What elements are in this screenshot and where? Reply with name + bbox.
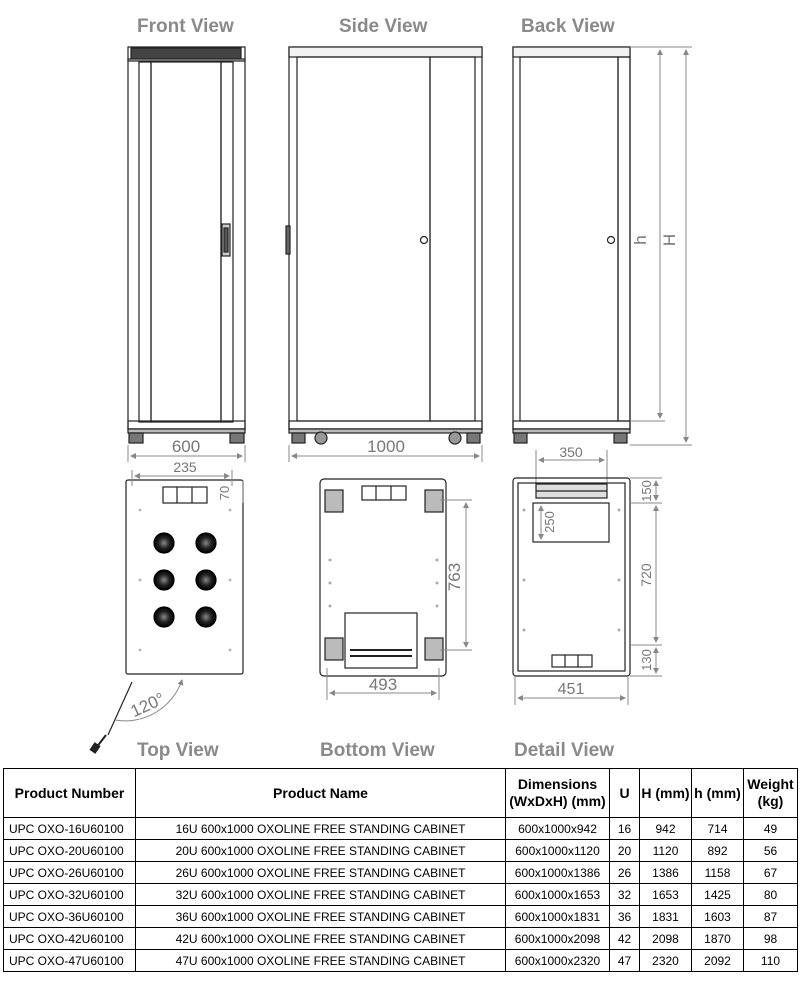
cell-H: 1120 xyxy=(639,839,692,862)
dim-130-label: 130 xyxy=(639,649,654,671)
detail-view-drawing xyxy=(512,477,631,677)
cell-u: 20 xyxy=(609,839,640,862)
technical-drawing: h H 600 1000 350 xyxy=(89,46,692,754)
table-row: UPC OXO-16U60100 16U 600x1000 OXOLINE FR… xyxy=(3,817,798,840)
cell-u: 42 xyxy=(609,927,640,950)
top-view-drawing xyxy=(89,479,244,754)
cell-h: 2092 xyxy=(691,949,744,972)
cell-h: 1870 xyxy=(691,927,744,950)
cell-H: 1386 xyxy=(639,861,692,884)
cell-product-number: UPC OXO-16U60100 xyxy=(3,817,136,840)
cell-h: 892 xyxy=(691,839,744,862)
top-view-dimensions xyxy=(114,470,244,722)
cell-weight: 49 xyxy=(743,817,798,840)
cell-product-name: 47U 600x1000 OXOLINE FREE STANDING CABIN… xyxy=(135,949,506,972)
detail-view-dimensions xyxy=(514,477,662,705)
spec-table: Product Number Product Name Dimensions (… xyxy=(3,768,798,972)
cell-dimensions: 600x1000x2098 xyxy=(505,927,610,950)
top-view-title: Top View xyxy=(137,740,219,761)
cell-h: 1425 xyxy=(691,883,744,906)
dim-493-label: 493 xyxy=(369,675,397,694)
back-view-title: Back View xyxy=(521,16,615,37)
cell-dimensions: 600x1000x1386 xyxy=(505,861,610,884)
dim-235-label: 235 xyxy=(173,459,197,475)
table-row: UPC OXO-47U60100 47U 600x1000 OXOLINE FR… xyxy=(3,949,798,972)
dim-150-label: 150 xyxy=(639,480,654,502)
dim-600-label: 600 xyxy=(172,437,200,456)
dim-763-label: 763 xyxy=(445,563,464,591)
table-row: UPC OXO-32U60100 32U 600x1000 OXOLINE FR… xyxy=(3,883,798,906)
height-dimensions xyxy=(630,46,692,446)
cell-H: 2098 xyxy=(639,927,692,950)
cell-weight: 80 xyxy=(743,883,798,906)
cell-product-name: 32U 600x1000 OXOLINE FREE STANDING CABIN… xyxy=(135,883,506,906)
cell-H: 2320 xyxy=(639,949,692,972)
cell-weight: 87 xyxy=(743,905,798,928)
header-H: H (mm) xyxy=(639,768,692,818)
header-product-number: Product Number xyxy=(3,768,136,818)
bottom-view-title: Bottom View xyxy=(320,740,435,761)
front-view-drawing xyxy=(127,46,246,444)
cell-dimensions: 600x1000x1120 xyxy=(505,839,610,862)
dim-70-label: 70 xyxy=(217,486,232,500)
cell-product-name: 16U 600x1000 OXOLINE FREE STANDING CABIN… xyxy=(135,817,506,840)
cell-H: 942 xyxy=(639,817,692,840)
cell-dimensions: 600x1000x1831 xyxy=(505,905,610,928)
cell-product-number: UPC OXO-42U60100 xyxy=(3,927,136,950)
cell-weight: 67 xyxy=(743,861,798,884)
table-row: UPC OXO-42U60100 42U 600x1000 OXOLINE FR… xyxy=(3,927,798,950)
header-dimensions: Dimensions (WxDxH) (mm) xyxy=(505,768,610,818)
side-view-title: Side View xyxy=(339,16,428,37)
bottom-view-dimensions xyxy=(326,499,472,700)
dim-250-label: 250 xyxy=(542,511,557,533)
side-view-drawing xyxy=(285,46,483,445)
cell-product-name: 26U 600x1000 OXOLINE FREE STANDING CABIN… xyxy=(135,861,506,884)
dim-720-label: 720 xyxy=(638,563,654,587)
cell-u: 47 xyxy=(609,949,640,972)
bottom-view-drawing xyxy=(319,478,447,677)
table-header-row: Product Number Product Name Dimensions (… xyxy=(3,768,798,818)
table-row: UPC OXO-26U60100 26U 600x1000 OXOLINE FR… xyxy=(3,861,798,884)
table-row: UPC OXO-20U60100 20U 600x1000 OXOLINE FR… xyxy=(3,839,798,862)
back-view-drawing xyxy=(512,46,631,444)
cell-product-number: UPC OXO-20U60100 xyxy=(3,839,136,862)
cell-weight: 110 xyxy=(743,949,798,972)
cell-weight: 56 xyxy=(743,839,798,862)
cell-H: 1653 xyxy=(639,883,692,906)
cell-product-name: 20U 600x1000 OXOLINE FREE STANDING CABIN… xyxy=(135,839,506,862)
cell-h: 714 xyxy=(691,817,744,840)
cell-H: 1831 xyxy=(639,905,692,928)
header-product-name: Product Name xyxy=(135,768,506,818)
cell-weight: 98 xyxy=(743,927,798,950)
cell-product-number: UPC OXO-26U60100 xyxy=(3,861,136,884)
cell-h: 1158 xyxy=(691,861,744,884)
header-weight: Weight (kg) xyxy=(743,768,798,818)
cell-product-number: UPC OXO-36U60100 xyxy=(3,905,136,928)
cell-u: 16 xyxy=(609,817,640,840)
cell-product-number: UPC OXO-47U60100 xyxy=(3,949,136,972)
dim-350-label: 350 xyxy=(559,444,583,460)
dim-h-label: h xyxy=(631,235,650,244)
header-u: U xyxy=(609,768,640,818)
dim-H-label: H xyxy=(660,234,679,246)
cell-dimensions: 600x1000x1653 xyxy=(505,883,610,906)
table-row: UPC OXO-36U60100 36U 600x1000 OXOLINE FR… xyxy=(3,905,798,928)
cell-u: 26 xyxy=(609,861,640,884)
front-view-title: Front View xyxy=(137,16,234,37)
dim-1000-label: 1000 xyxy=(367,437,405,456)
dim-451-label: 451 xyxy=(558,681,585,698)
cell-h: 1603 xyxy=(691,905,744,928)
cell-u: 36 xyxy=(609,905,640,928)
cell-product-name: 42U 600x1000 OXOLINE FREE STANDING CABIN… xyxy=(135,927,506,950)
detail-view-title: Detail View xyxy=(514,740,614,761)
cell-dimensions: 600x1000x942 xyxy=(505,817,610,840)
cell-product-number: UPC OXO-32U60100 xyxy=(3,883,136,906)
cell-u: 32 xyxy=(609,883,640,906)
cell-dimensions: 600x1000x2320 xyxy=(505,949,610,972)
header-h: h (mm) xyxy=(691,768,744,818)
cell-product-name: 36U 600x1000 OXOLINE FREE STANDING CABIN… xyxy=(135,905,506,928)
